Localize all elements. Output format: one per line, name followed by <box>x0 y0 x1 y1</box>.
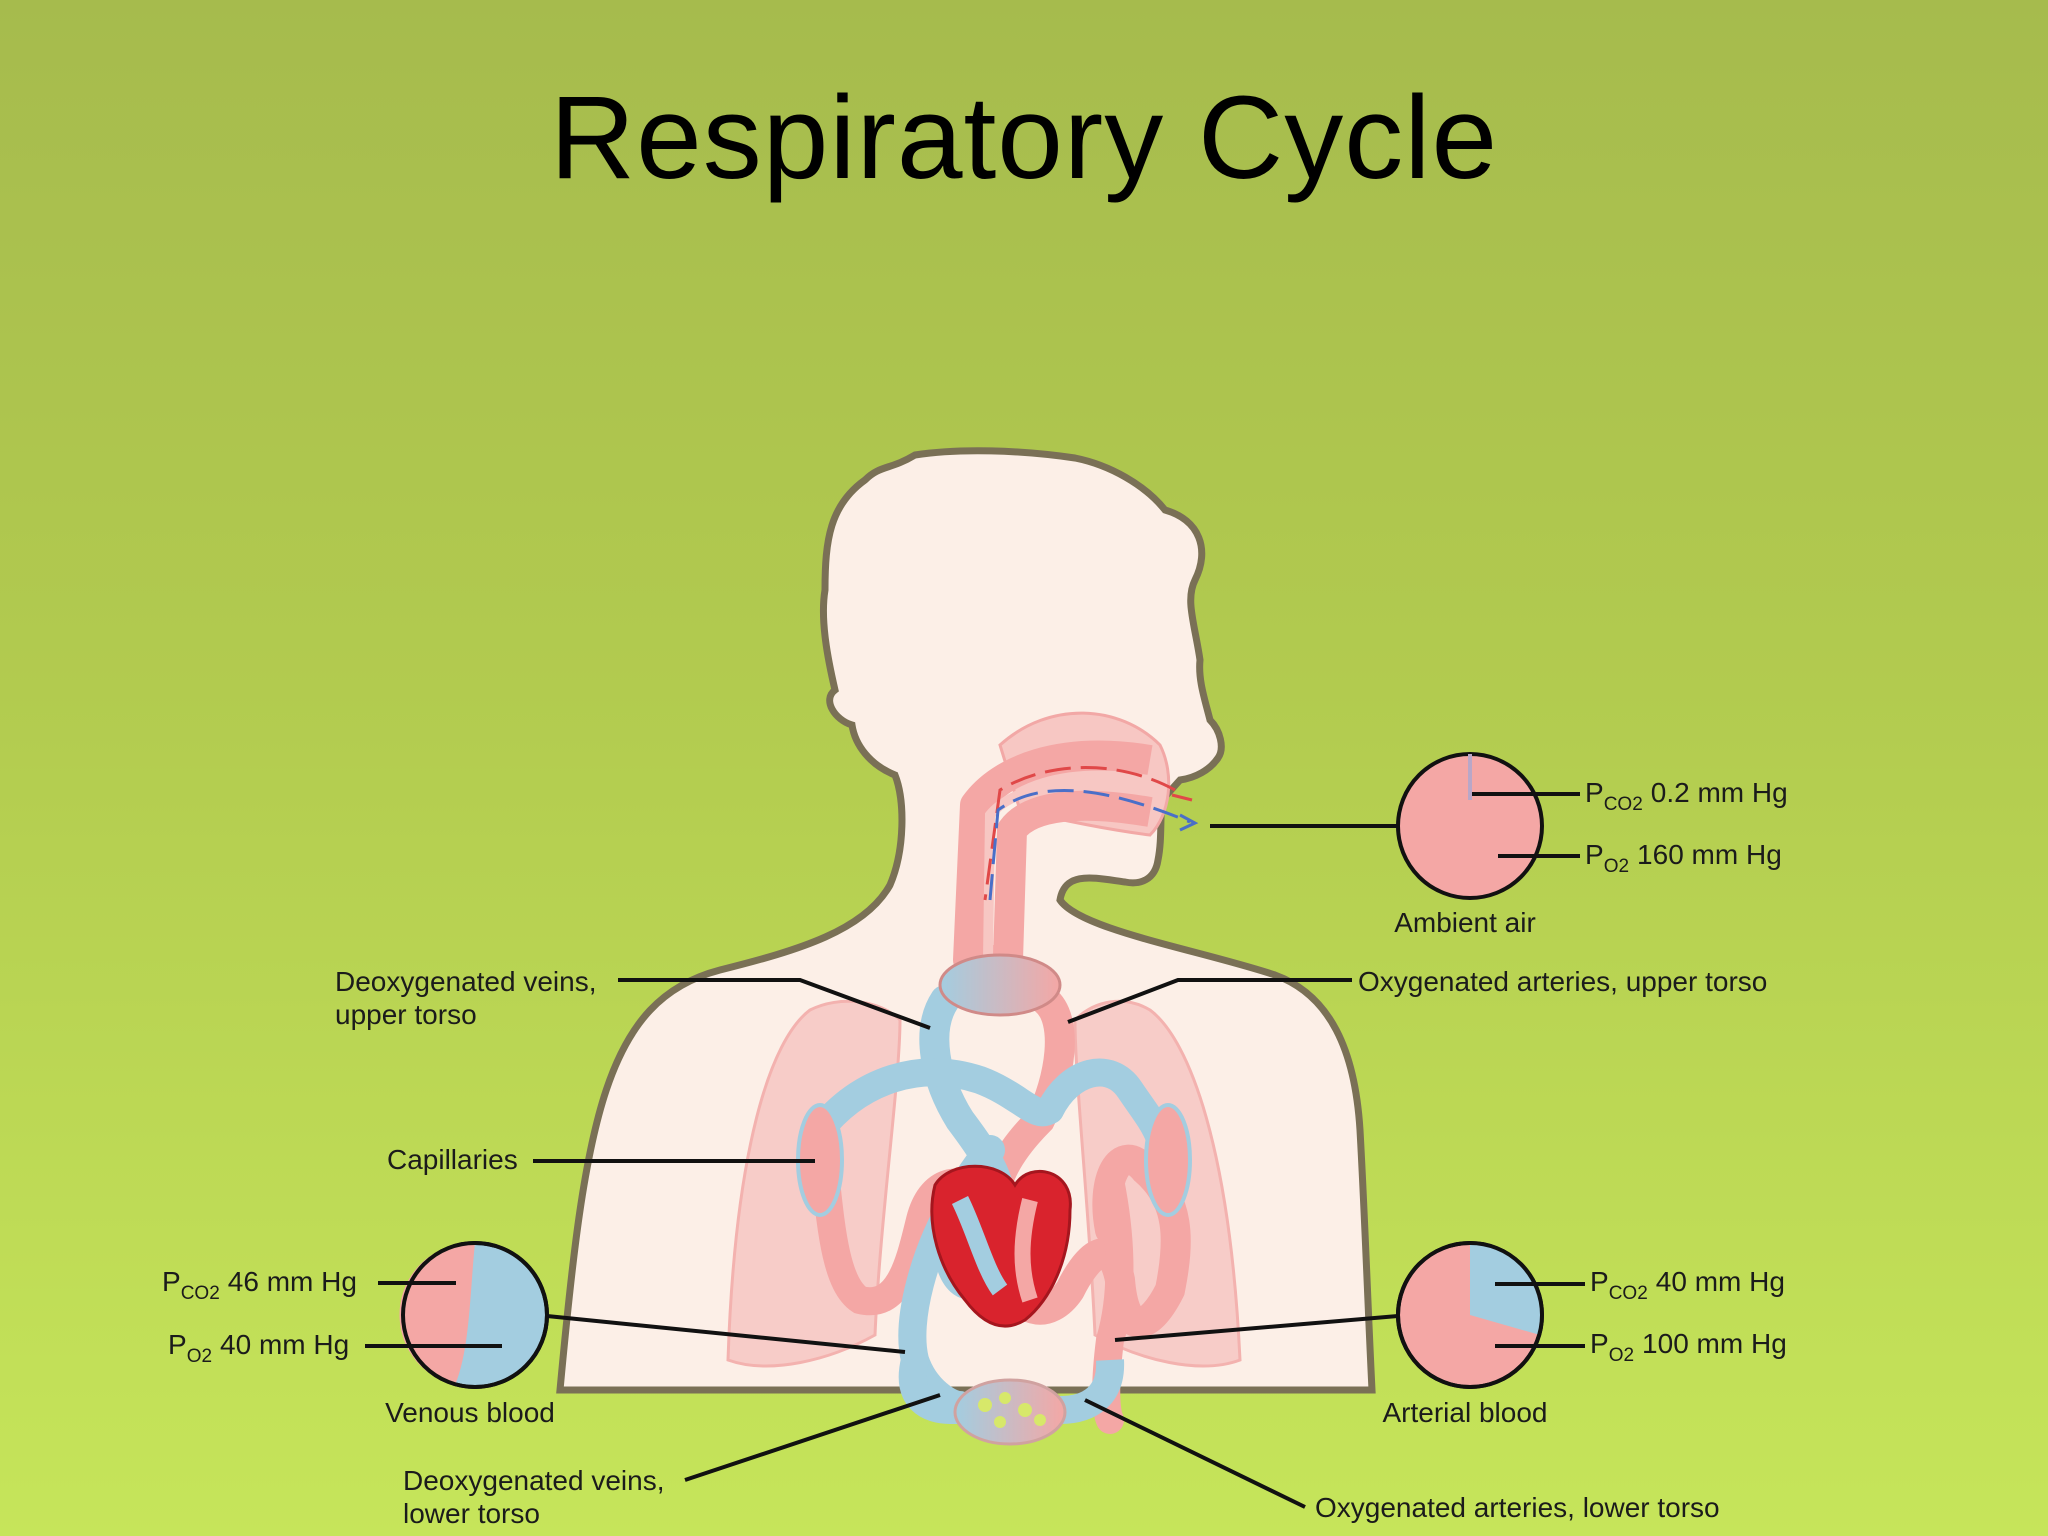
ambient-pco2-value: 0.2 mm Hg <box>1651 777 1788 808</box>
gauge-arterial-blood <box>1114 1241 1585 1389</box>
upper-torso-capillaries <box>938 953 1062 1017</box>
airflow-arrows <box>983 766 1199 901</box>
arterial-pco2-subscript: CO2 <box>1609 1283 1648 1304</box>
right-lung-capillaries <box>1144 1103 1192 1217</box>
label-capillaries: Capillaries <box>387 1144 518 1175</box>
venous-pco2-subscript: CO2 <box>181 1283 220 1304</box>
venous-po2-symbol: P <box>168 1329 187 1360</box>
leader-deoxy-lower <box>684 1393 941 1482</box>
leader-deoxy-upper <box>618 978 931 1030</box>
label-deoxy-lower-line2: lower torso <box>403 1498 540 1529</box>
ambient-air-label: Ambient air <box>1394 907 1536 938</box>
lower-torso-capillaries <box>953 1378 1067 1446</box>
ambient-po2-subscript: O2 <box>1604 856 1629 877</box>
arterial-pco2-symbol: P <box>1590 1266 1609 1297</box>
trachea <box>953 740 1153 975</box>
label-deoxy-upper-line1: Deoxygenated veins, <box>335 966 597 997</box>
venous-pco2-value: 46 mm Hg <box>228 1266 357 1297</box>
ambient-po2-symbol: P <box>1585 839 1604 870</box>
label-oxy-upper: Oxygenated arteries, upper torso <box>1358 966 1767 997</box>
label-deoxy-lower-line1: Deoxygenated veins, <box>403 1465 665 1496</box>
label-oxy-lower: Oxygenated arteries, lower torso <box>1315 1492 1720 1523</box>
arterial-pco2-value: 40 mm Hg <box>1656 1266 1785 1297</box>
page-title: Respiratory Cycle <box>549 72 1499 204</box>
ambient-pco2-symbol: P <box>1585 777 1604 808</box>
arterial-po2-symbol: P <box>1590 1328 1609 1359</box>
venous-po2-value: 40 mm Hg <box>220 1329 349 1360</box>
ambient-pco2-subscript: CO2 <box>1604 794 1643 815</box>
ambient-po2-value: 160 mm Hg <box>1637 839 1782 870</box>
venous-blood-label: Venous blood <box>385 1397 555 1428</box>
arterial-po2-subscript: O2 <box>1609 1345 1634 1366</box>
gauge-venous-blood <box>365 1241 906 1389</box>
arterial-po2-value: 100 mm Hg <box>1642 1328 1787 1359</box>
gauge-ambient-air <box>1210 752 1580 900</box>
arterial-blood-label: Arterial blood <box>1383 1397 1548 1428</box>
label-deoxy-upper-line2: upper torso <box>335 999 477 1030</box>
leader-oxy-upper <box>1067 978 1352 1024</box>
venous-po2-subscript: O2 <box>187 1346 212 1367</box>
leader-oxy-lower <box>1084 1398 1306 1509</box>
venous-pco2-symbol: P <box>162 1266 181 1297</box>
